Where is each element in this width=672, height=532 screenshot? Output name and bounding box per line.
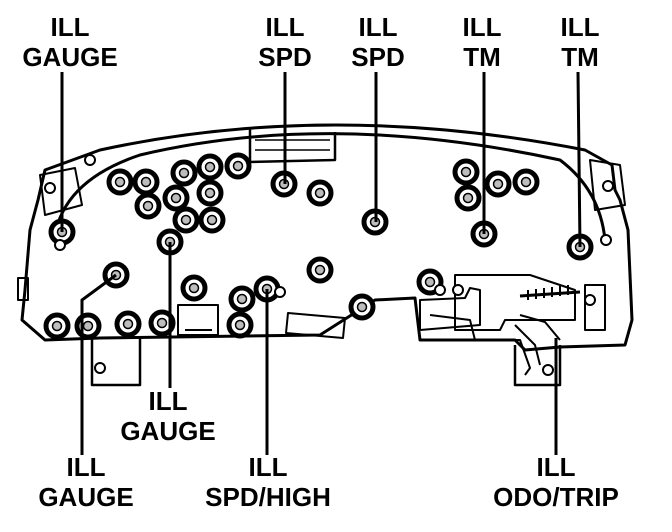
- bulb-socket: [484, 170, 512, 198]
- bulb-socket: [454, 184, 482, 212]
- callout-ill-spd-2: ILL SPD: [351, 12, 404, 72]
- callout-line1: ILL: [248, 452, 288, 482]
- callout-line2: GAUGE: [22, 42, 118, 72]
- callout-ill-spd-high: ILL SPD/HIGH: [205, 452, 331, 512]
- callout-line1: ILL: [536, 452, 576, 482]
- callout-ill-gauge-top-left: ILL GAUGE: [22, 12, 117, 72]
- callout-line1: ILL: [50, 12, 90, 42]
- bulb-socket: [348, 293, 376, 321]
- bulb-socket: [228, 285, 256, 313]
- bulb-socket: [196, 179, 224, 207]
- bulb-socket: [196, 153, 224, 181]
- callout-line1: ILL: [462, 12, 502, 42]
- bulb-socket: [170, 159, 198, 187]
- callout-line2: TM: [561, 42, 599, 72]
- mounting-hole: [434, 284, 446, 296]
- bulb-socket: [74, 312, 102, 340]
- leader-line: [576, 71, 582, 248]
- callout-line1: ILL: [560, 12, 600, 42]
- callout-line2: GAUGE: [120, 416, 216, 446]
- mounting-holes: [44, 154, 614, 376]
- callout-line1: ILL: [265, 12, 305, 42]
- callout-ill-spd-1: ILL SPD: [258, 12, 311, 72]
- bulb-socket: [226, 311, 254, 339]
- bulb-socket: [172, 206, 200, 234]
- callout-ill-gauge-mid: ILL GAUGE: [120, 386, 215, 446]
- bulb-socket: [148, 309, 176, 337]
- bulb-socket: [198, 206, 226, 234]
- mounting-hole: [94, 362, 106, 374]
- callout-line2: SPD/HIGH: [205, 482, 331, 512]
- mounting-hole: [452, 284, 464, 296]
- callout-line2: GAUGE: [38, 482, 134, 512]
- callout-ill-tm-2: ILL TM: [561, 12, 600, 72]
- callout-line1: ILL: [66, 452, 106, 482]
- callout-ill-odo-trip: ILL ODO/TRIP: [493, 452, 619, 512]
- callout-line1: ILL: [148, 386, 188, 416]
- callout-line2: TM: [463, 42, 501, 72]
- leader-lines: [60, 71, 582, 455]
- callout-ill-tm-1: ILL TM: [463, 12, 502, 72]
- mounting-hole: [542, 364, 554, 376]
- callout-line2: ODO/TRIP: [493, 482, 619, 512]
- bulb-socket: [162, 184, 190, 212]
- bulb-socket: [106, 168, 134, 196]
- bulb-socket: [512, 168, 540, 196]
- bulb-socket: [306, 256, 334, 284]
- bulb-sockets: [43, 152, 594, 340]
- bulb-socket: [224, 152, 252, 180]
- mounting-hole: [584, 294, 596, 306]
- callout-ill-gauge-bottom-left: ILL GAUGE: [38, 452, 133, 512]
- leader-line: [80, 273, 117, 455]
- board-outline: [17, 123, 634, 387]
- bulb-socket: [452, 158, 480, 186]
- bulb-socket: [180, 274, 208, 302]
- mounting-hole: [54, 239, 66, 251]
- mounting-hole: [600, 234, 612, 246]
- bulb-socket: [43, 312, 71, 340]
- callout-line2: SPD: [351, 42, 405, 72]
- mounting-hole: [602, 180, 614, 192]
- bulb-socket: [134, 192, 162, 220]
- bulb-socket: [132, 168, 160, 196]
- callout-line1: ILL: [358, 12, 398, 42]
- mounting-hole: [44, 182, 56, 194]
- mounting-hole: [84, 154, 96, 166]
- bulb-socket: [114, 310, 142, 338]
- callout-line2: SPD: [258, 42, 312, 72]
- bulb-socket: [306, 179, 334, 207]
- mounting-hole: [274, 286, 286, 298]
